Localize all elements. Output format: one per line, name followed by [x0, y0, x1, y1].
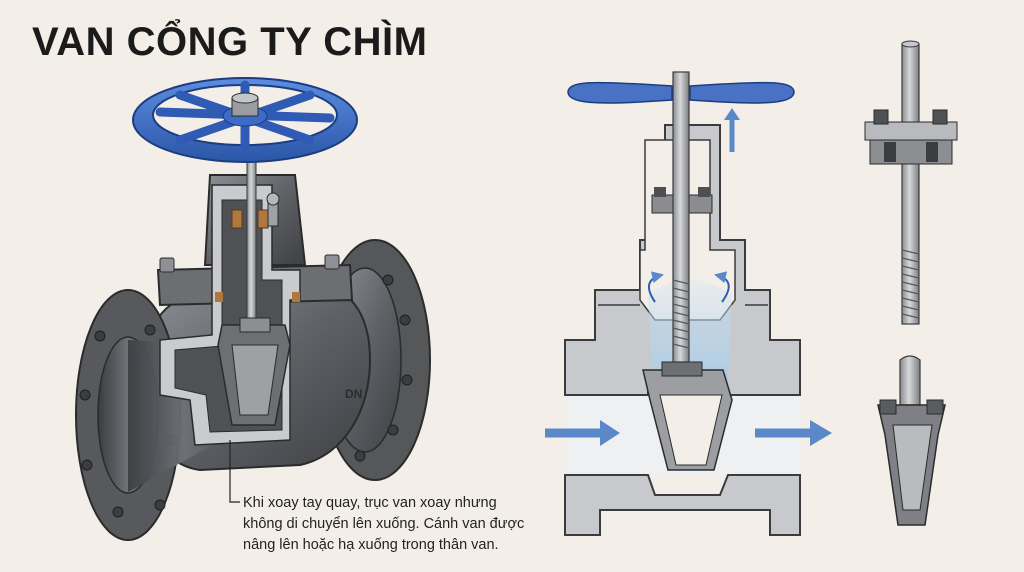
caption-line-2: không di chuyển lên xuống. Cánh van được — [243, 516, 525, 532]
caption-line-3: nâng lên hoặc hạ xuống trong thân van. — [243, 537, 499, 553]
handwheel — [132, 77, 358, 163]
exploded-stem-stub — [899, 355, 921, 406]
explanation-caption: Khi xoay tay quay, trục van xoay nhưng k… — [243, 493, 553, 556]
diagram-title: VAN CỔNG TY CHÌM — [32, 20, 428, 64]
exploded-gland — [864, 109, 958, 165]
body-marking: DN — [345, 387, 362, 401]
section-stem — [672, 71, 690, 363]
cutaway-valve-illustration: DN — [75, 77, 431, 541]
exploded-parts — [864, 40, 958, 526]
exploded-wedge — [877, 399, 946, 526]
section-handle-right — [689, 81, 795, 104]
section-stem-thread — [672, 279, 690, 349]
caption-line-1: Khi xoay tay quay, trục van xoay nhưng — [243, 495, 497, 511]
exploded-stem-thread — [901, 249, 920, 319]
section-handle-left — [567, 81, 673, 104]
section-body-bottom — [564, 474, 801, 536]
right-flange-bolts — [354, 274, 413, 462]
cross-section-diagram — [545, 71, 832, 536]
caption-leader-line — [229, 440, 240, 503]
